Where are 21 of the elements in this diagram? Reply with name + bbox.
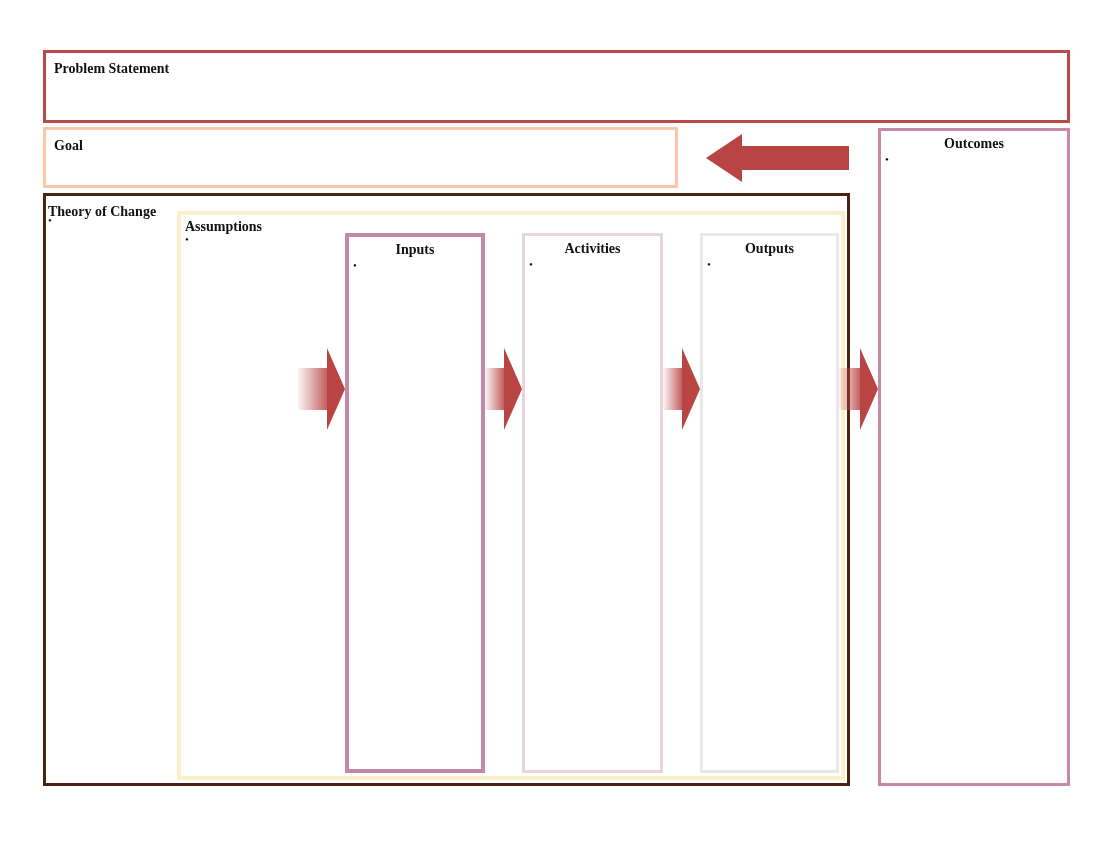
- outcomes-box: [878, 128, 1070, 786]
- goal-box: [43, 127, 678, 188]
- theory-of-change-box: [43, 193, 850, 786]
- bullet: •: [885, 153, 889, 165]
- box-heading: Outputs: [744, 241, 795, 257]
- problem-statement-box: [43, 50, 1070, 123]
- bullet: •: [353, 259, 357, 271]
- box-heading: Theory of Change: [48, 204, 157, 219]
- box-heading: Assumptions: [185, 219, 263, 235]
- outputs-box: [700, 233, 839, 773]
- assumptions-box: [177, 211, 845, 780]
- box-heading: Inputs: [394, 242, 436, 258]
- box-heading: Goal: [54, 138, 83, 154]
- inputs-box: [345, 233, 485, 773]
- bullet: •: [185, 233, 189, 245]
- box-heading: Problem Statement: [54, 61, 170, 77]
- box-heading: Outcomes: [943, 136, 1005, 152]
- bullet: •: [707, 258, 711, 270]
- bullet: •: [529, 258, 533, 270]
- box-heading: Activities: [563, 241, 622, 257]
- activities-box: [522, 233, 663, 773]
